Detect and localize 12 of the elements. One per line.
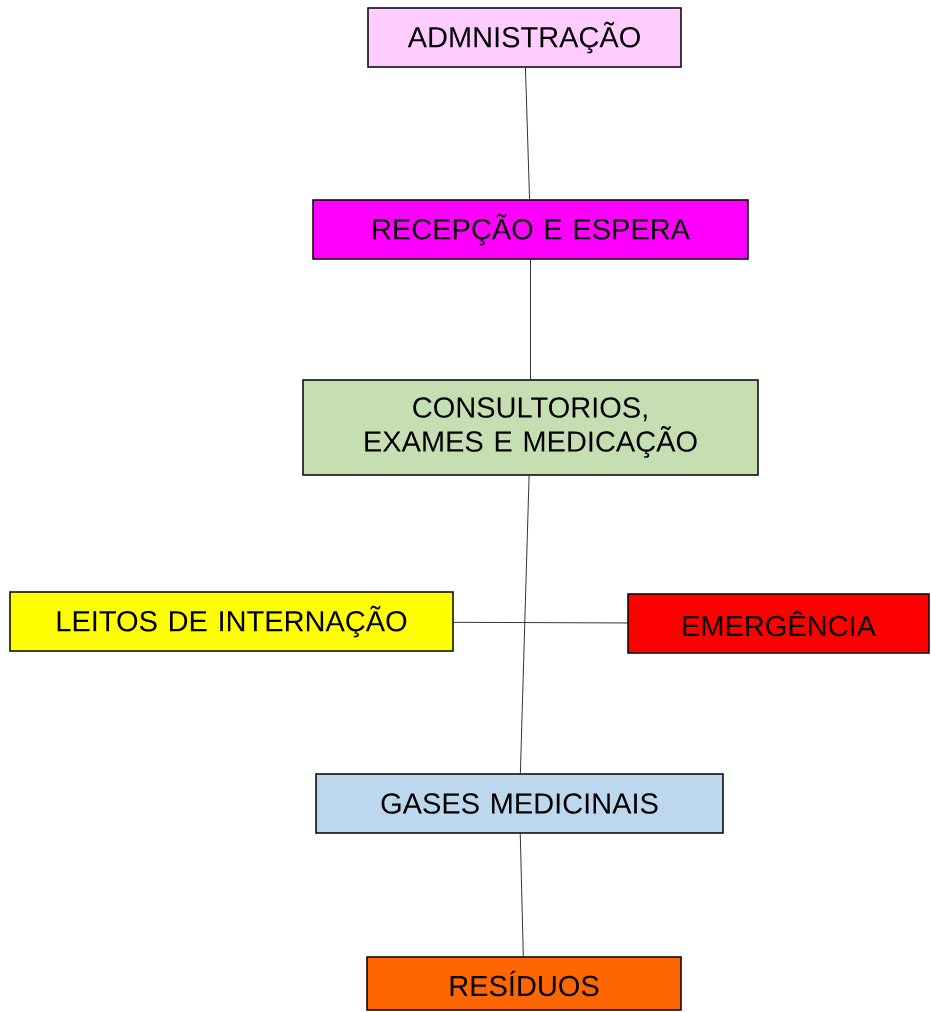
- process-box: ADMNISTRAÇÃO: [367, 7, 682, 68]
- process-box: GASES MEDICINAIS: [315, 773, 724, 834]
- process-box: RECEPÇÃO E ESPERA: [312, 199, 749, 260]
- process-box: RESÍDUOS: [366, 956, 682, 1011]
- connector-line: [525, 67, 530, 200]
- connector-line: [453, 621, 628, 624]
- process-box: CONSULTORIOS, EXAMES E MEDICAÇÃO: [302, 379, 759, 476]
- process-box: LEITOS DE INTERNAÇÃO: [9, 591, 454, 652]
- connector-line: [520, 475, 530, 774]
- connector-line: [530, 259, 531, 380]
- process-box: EMERGÊNCIA: [627, 593, 930, 654]
- connector-line: [519, 833, 524, 957]
